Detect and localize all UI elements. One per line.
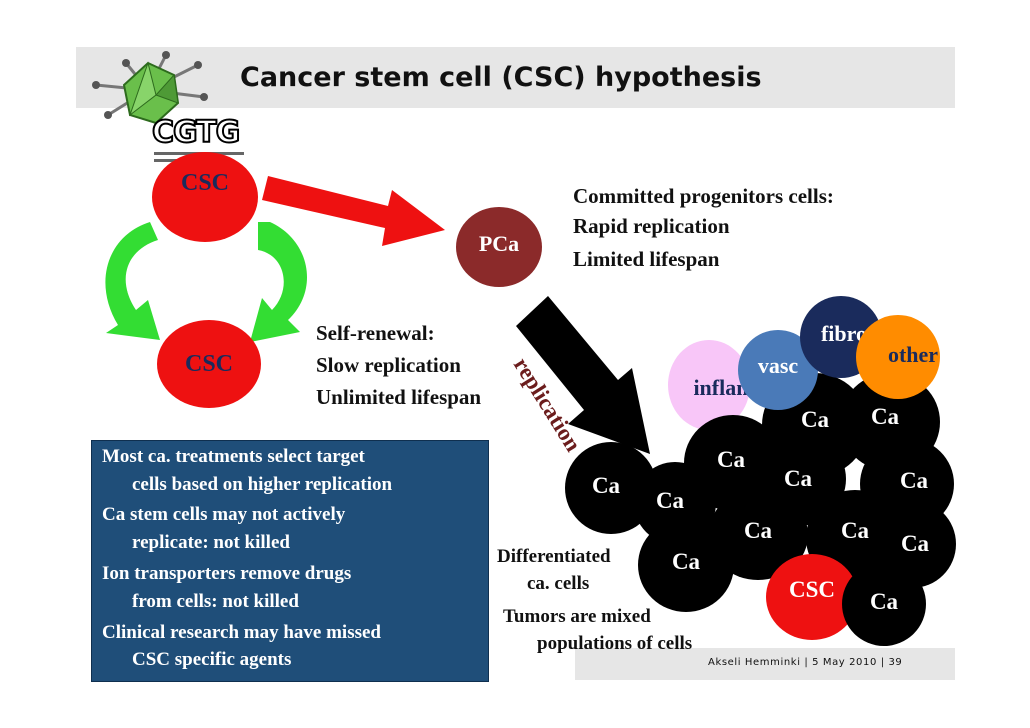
logo-text: CGTG: [151, 114, 241, 151]
ca-label: Ca: [591, 473, 621, 498]
differentiated-label: Differentiated ca. cells: [497, 543, 611, 597]
self-renewal-line-2: Slow replication: [316, 353, 461, 377]
differentiated-line-2: ca. cells: [527, 573, 590, 594]
pca-label: PCa: [478, 231, 520, 256]
ca-label: Ca: [900, 531, 930, 556]
mixed-line-2: populations of cells: [537, 633, 693, 654]
vasc-label: vasc: [757, 353, 799, 378]
black-arrow: [516, 296, 650, 454]
info-line-3: Ca stem cells may not actively: [102, 504, 346, 525]
mixed-line-1: Tumors are mixed: [503, 606, 651, 627]
ca-cell-bottom: Ca: [842, 562, 926, 646]
red-arrow: [262, 176, 445, 246]
footer-text: Akseli Hemminki | 5 May 2010 | 39: [708, 657, 903, 668]
virus-icon: [92, 51, 208, 125]
other-cell: other: [856, 315, 940, 399]
title-bar: [76, 47, 955, 108]
committed-line-2: Rapid replication: [573, 214, 730, 238]
ca-label: Ca: [800, 407, 830, 432]
other-label: other: [887, 342, 939, 367]
info-box: Most ca. treatments select target cells …: [91, 440, 489, 682]
ca-label: Ca: [870, 404, 900, 429]
ca-label: Ca: [655, 488, 685, 513]
info-line-7: Clinical research may have missed: [102, 622, 381, 643]
self-renewal-line-3: Unlimited lifespan: [316, 385, 482, 409]
committed-line-3: Limited lifespan: [573, 247, 720, 271]
csc-top-cell: CSC: [152, 152, 258, 242]
mixed-populations-label: Tumors are mixed populations of cells: [503, 603, 692, 657]
slide-title: Cancer stem cell (CSC) hypothesis: [240, 62, 762, 93]
info-line-6: from cells: not killed: [132, 591, 299, 612]
info-line-5: Ion transporters remove drugs: [102, 563, 352, 584]
ca-label: Ca: [869, 589, 899, 614]
ca-label: Ca: [899, 468, 929, 493]
ca-label: Ca: [716, 447, 746, 472]
green-arrow-left: [105, 222, 160, 340]
csc-tumor-label: CSC: [788, 577, 835, 602]
csc-top-label: CSC: [180, 170, 229, 196]
ca-label: Ca: [840, 518, 870, 543]
ca-label: Ca: [743, 518, 773, 543]
green-arrow-right: [250, 222, 308, 342]
ca-cell-low: Ca: [638, 518, 734, 612]
ca-label: Ca: [671, 549, 701, 574]
ca-label: Ca: [783, 466, 813, 491]
info-line-2: cells based on higher replication: [132, 474, 393, 495]
pca-cell: PCa: [456, 207, 542, 287]
info-line-8: CSC specific agents: [132, 649, 292, 670]
info-line-1: Most ca. treatments select target: [102, 446, 365, 467]
committed-line-1: Committed progenitors cells:: [573, 184, 834, 208]
cgtg-logo: CGTG: [86, 45, 251, 170]
csc-bottom-cell: CSC: [157, 320, 261, 408]
csc-bottom-label: CSC: [184, 350, 233, 377]
footer-bar: [575, 648, 955, 680]
info-line-4: replicate: not killed: [132, 532, 290, 553]
differentiated-line-1: Differentiated: [497, 546, 611, 567]
self-renewal-line-1: Self-renewal:: [316, 321, 435, 345]
